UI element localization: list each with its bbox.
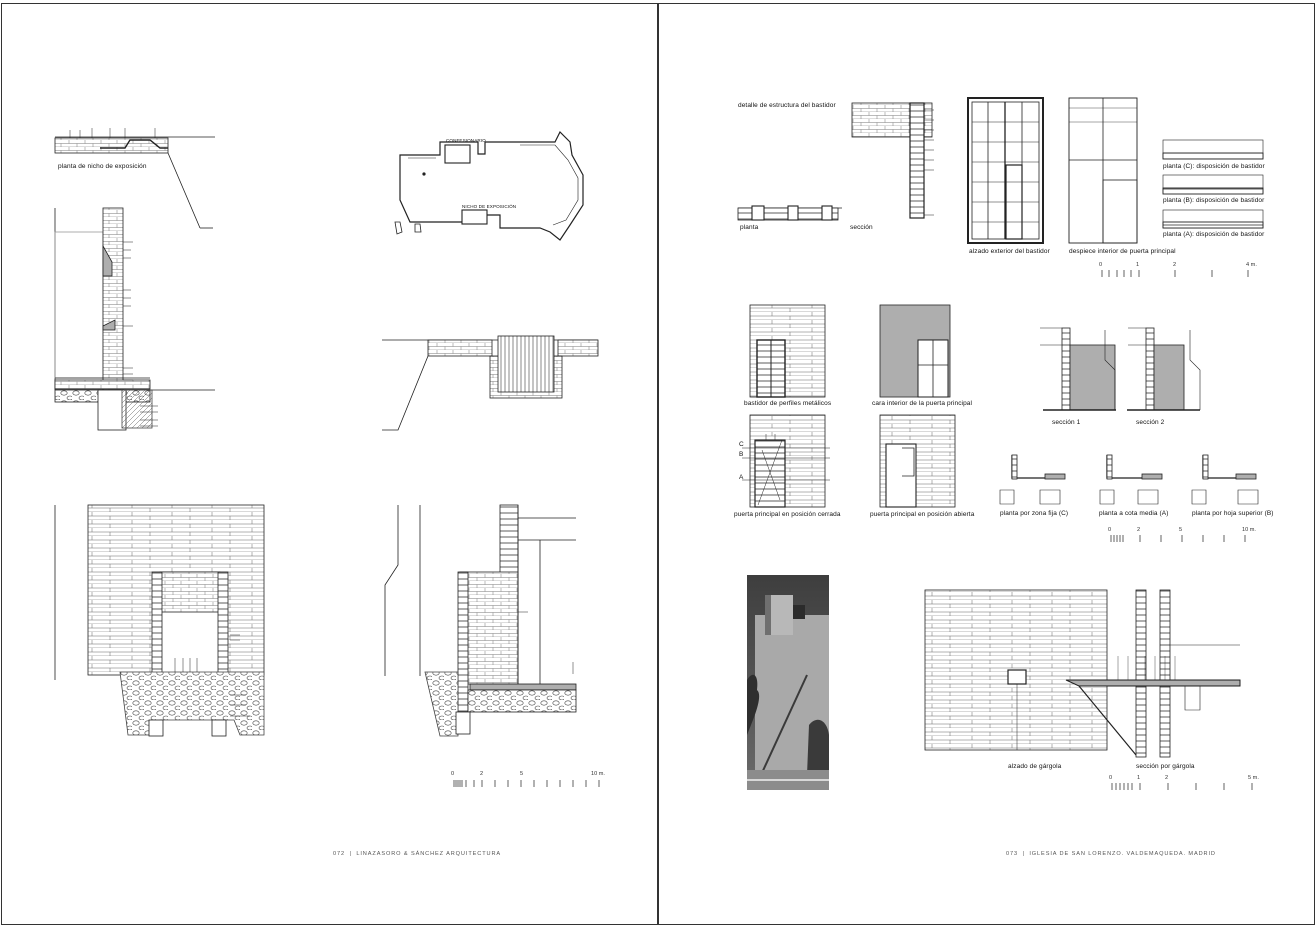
door-open-drawing xyxy=(879,414,956,508)
right-bottom-scale-tick-3: 5 m. xyxy=(1248,775,1259,781)
right-bottom-scale-tick-2: 2 xyxy=(1165,775,1169,781)
right-top-scale-tick-3: 4 m. xyxy=(1246,262,1257,268)
right-top-scale-tick-0: 0 xyxy=(1099,262,1103,268)
gargoyle-elevation-drawing xyxy=(924,589,1108,751)
right-top-scale-bar xyxy=(1101,270,1249,277)
left-scale-tick-2: 5 xyxy=(520,771,524,777)
door-exploded-drawing xyxy=(1068,97,1138,244)
right-middle-scale-tick-0: 0 xyxy=(1108,527,1112,533)
label-door-exploded: despiece interior de puerta principal xyxy=(1069,248,1176,255)
label-gargoyle-elevation: alzado de gárgola xyxy=(1008,763,1062,770)
label-plan-fixed: planta por zona fija (C) xyxy=(1000,510,1069,517)
label-section-2: sección 2 xyxy=(1136,419,1165,426)
right-top-scale-tick-2: 2 xyxy=(1173,262,1177,268)
label-section-1: sección 1 xyxy=(1052,419,1081,426)
wall-section-drawing xyxy=(54,207,215,431)
left-folio-text: LINAZASORO & SÁNCHEZ ARQUITECTURA xyxy=(356,851,502,857)
zone-plans-drawing xyxy=(999,454,1259,505)
door-inner-face-drawing xyxy=(879,304,951,398)
label-plan-mid: planta a cota media (A) xyxy=(1099,510,1169,517)
right-middle-scale-bar xyxy=(1110,535,1246,542)
niche-elevation-drawing xyxy=(54,504,265,737)
label-plan-a: planta (A): disposición de bastidor xyxy=(1163,231,1265,238)
church-plan-drawing xyxy=(394,130,584,241)
label-plan-tag-a: CONFESIONARIO xyxy=(446,138,486,143)
label-plan-exposition: planta de nicho de exposición xyxy=(58,163,147,170)
label-plan-tag-b: NICHO DE EXPOSICIÓN xyxy=(462,204,517,209)
frame-section-drawing xyxy=(851,102,934,219)
right-top-scale-tick-1: 1 xyxy=(1136,262,1140,268)
right-folio-number: 073 xyxy=(1006,851,1019,857)
left-scale-tick-0: 0 xyxy=(451,771,455,777)
label-gargoyle-section: sección por gárgola xyxy=(1136,763,1195,770)
label-plan-c: planta (C): disposición de bastidor xyxy=(1163,163,1265,170)
frame-small-plans xyxy=(737,205,842,221)
right-middle-scale-tick-2: 5 xyxy=(1179,527,1183,533)
frame-elevation-drawing xyxy=(967,97,1044,244)
label-plan: planta xyxy=(740,224,759,231)
left-scale-tick-1: 2 xyxy=(480,771,484,777)
left-folio: 072 | LINAZASORO & SÁNCHEZ ARQUITECTURA xyxy=(333,851,502,857)
label-door-closed: puerta principal en posición cerrada xyxy=(734,511,841,518)
label-section: sección xyxy=(850,224,873,231)
niche-plan-drawing xyxy=(54,128,215,229)
label-plan-b: planta (B): disposición de bastidor xyxy=(1163,197,1265,204)
right-bottom-scale-tick-0: 0 xyxy=(1109,775,1113,781)
right-bottom-scale-bar xyxy=(1111,783,1253,790)
right-middle-scale-tick-1: 2 xyxy=(1137,527,1141,533)
label-inner-face: cara interior de la puerta principal xyxy=(872,400,973,407)
label-tag-b: B xyxy=(739,451,744,458)
church-photo xyxy=(747,575,829,790)
left-page xyxy=(1,3,658,925)
label-plan-upper: planta por hoja superior (B) xyxy=(1192,510,1274,517)
right-folio-text: IGLESIA DE SAN LORENZO. VALDEMAQUEDA. MA… xyxy=(1029,851,1216,857)
label-frame-elevation: alzado exterior del bastidor xyxy=(969,248,1050,255)
left-folio-number: 072 xyxy=(333,851,346,857)
left-scale-tick-3: 10 m. xyxy=(591,771,605,777)
right-middle-scale-tick-3: 10 m. xyxy=(1242,527,1256,533)
right-bottom-scale-tick-1: 1 xyxy=(1137,775,1141,781)
right-folio: 073 | IGLESIA DE SAN LORENZO. VALDEMAQUE… xyxy=(1006,851,1216,857)
gargoyle-section-drawing xyxy=(1065,589,1241,758)
label-door-open: puerta principal en posición abierta xyxy=(870,511,975,518)
label-tag-a: A xyxy=(739,474,744,481)
recess-section-drawing xyxy=(384,504,577,737)
frame-position-plans xyxy=(1162,139,1264,229)
label-tag-c: C xyxy=(739,441,744,448)
door-closed-drawing xyxy=(742,414,830,508)
sections-1-2-drawing xyxy=(1040,327,1201,411)
left-scale-bar xyxy=(453,780,600,787)
metal-frame-drawing xyxy=(749,304,826,398)
label-metal-frame: bastidor de perfiles metálicos xyxy=(744,400,832,407)
label-frame-detail: detalle de estructura del bastidor xyxy=(738,102,836,109)
niche-brick-plan-drawing xyxy=(382,335,599,431)
